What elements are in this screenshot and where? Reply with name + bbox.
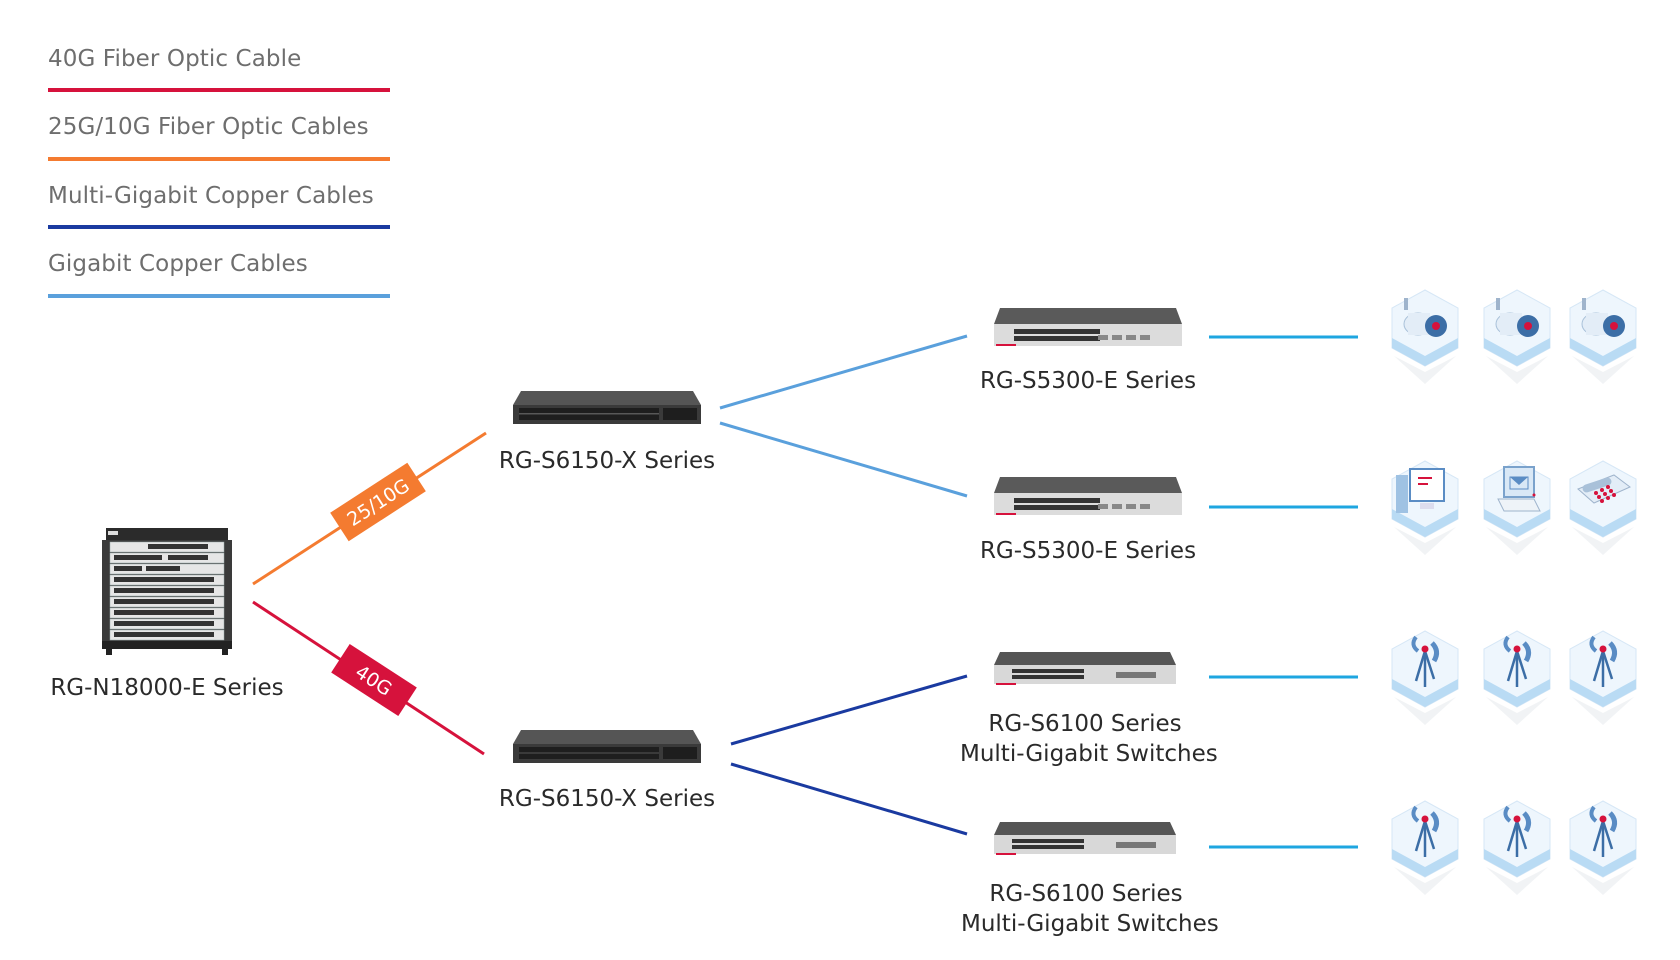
laptop-icon (1483, 460, 1551, 555)
network-switch-icon (513, 730, 701, 763)
chassis-switch-icon (102, 528, 232, 655)
access-switch-2[interactable] (994, 477, 1182, 517)
legend-label: 40G Fiber Optic Cable (48, 46, 302, 72)
core-chassis[interactable] (102, 528, 232, 655)
wireless-ap-icon (1483, 630, 1551, 725)
access-label-line1: RG-S6100 Series (989, 881, 1183, 907)
wireless-ap-icon (1391, 800, 1459, 895)
access-label-line1: RG-S5300-E Series (979, 538, 1197, 564)
access-label-1: RG-S5300-E Series (963, 366, 1213, 396)
aggregation-switch-1[interactable] (513, 391, 701, 424)
legend-item-40g: 40G Fiber Optic Cable (48, 46, 390, 92)
aggregation-label-1: RG-S6150-X Series (498, 448, 716, 474)
legend-line-40g (48, 88, 390, 92)
camera-icon (1483, 289, 1551, 384)
endpoint-device[interactable] (1568, 286, 1638, 386)
endpoint-device[interactable] (1390, 286, 1460, 386)
access-label-line1: RG-S6100 Series (988, 711, 1182, 737)
endpoint-device[interactable] (1568, 627, 1638, 727)
link-gigabit-1 (719, 334, 968, 410)
endpoint-device[interactable] (1568, 797, 1638, 897)
link-gigabit-2 (719, 421, 968, 498)
endpoint-device[interactable] (1390, 457, 1460, 557)
badge-25g-10g: 25/10G (330, 462, 426, 542)
link-multigig-2 (730, 762, 968, 836)
access-label-line1: RG-S5300-E Series (979, 368, 1197, 394)
legend-line-multi-gigabit (48, 225, 390, 229)
endpoint-device[interactable] (1482, 457, 1552, 557)
legend-line-25g-10g (48, 157, 390, 161)
link-multigig-1 (730, 674, 968, 746)
access-label-4: RG-S6100 Series Multi-Gigabit Switches (961, 879, 1219, 939)
network-switch-icon (513, 391, 701, 424)
desktop-computer-icon (1391, 460, 1459, 555)
endpoint-device[interactable] (1482, 286, 1552, 386)
legend-label: 25G/10G Fiber Optic Cables (48, 114, 369, 140)
access-label-2: RG-S5300-E Series (963, 536, 1213, 566)
aggregation-label-2: RG-S6150-X Series (498, 786, 716, 812)
camera-icon (1569, 289, 1637, 384)
access-switch-1[interactable] (994, 308, 1182, 348)
endpoint-device[interactable] (1390, 627, 1460, 727)
access-label-line2: Multi-Gigabit Switches (960, 741, 1218, 767)
legend-item-multi-gigabit: Multi-Gigabit Copper Cables (48, 183, 390, 229)
badge-40g: 40G (331, 643, 417, 717)
desk-phone-icon (1569, 460, 1637, 555)
camera-icon (1391, 289, 1459, 384)
access-switch-4[interactable] (994, 822, 1176, 856)
core-label: RG-N18000-E Series (50, 675, 284, 701)
network-switch-icon (994, 477, 1182, 515)
wireless-ap-icon (1569, 800, 1637, 895)
wireless-ap-icon (1391, 630, 1459, 725)
legend-item-gigabit: Gigabit Copper Cables (48, 251, 390, 298)
network-switch-icon (994, 822, 1176, 855)
endpoint-device[interactable] (1390, 797, 1460, 897)
legend-label: Gigabit Copper Cables (48, 251, 308, 277)
endpoint-device[interactable] (1482, 797, 1552, 897)
wireless-ap-icon (1569, 630, 1637, 725)
legend-label: Multi-Gigabit Copper Cables (48, 183, 374, 209)
access-switch-3[interactable] (994, 652, 1176, 686)
legend-item-25g-10g: 25G/10G Fiber Optic Cables (48, 114, 390, 161)
aggregation-switch-2[interactable] (513, 730, 701, 763)
endpoint-device[interactable] (1482, 627, 1552, 727)
endpoint-device[interactable] (1568, 457, 1638, 557)
access-label-line2: Multi-Gigabit Switches (961, 911, 1219, 937)
access-label-3: RG-S6100 Series Multi-Gigabit Switches (960, 709, 1218, 769)
wireless-ap-icon (1483, 800, 1551, 895)
network-switch-icon (994, 308, 1182, 346)
network-switch-icon (994, 652, 1176, 685)
legend-line-gigabit (48, 294, 390, 298)
